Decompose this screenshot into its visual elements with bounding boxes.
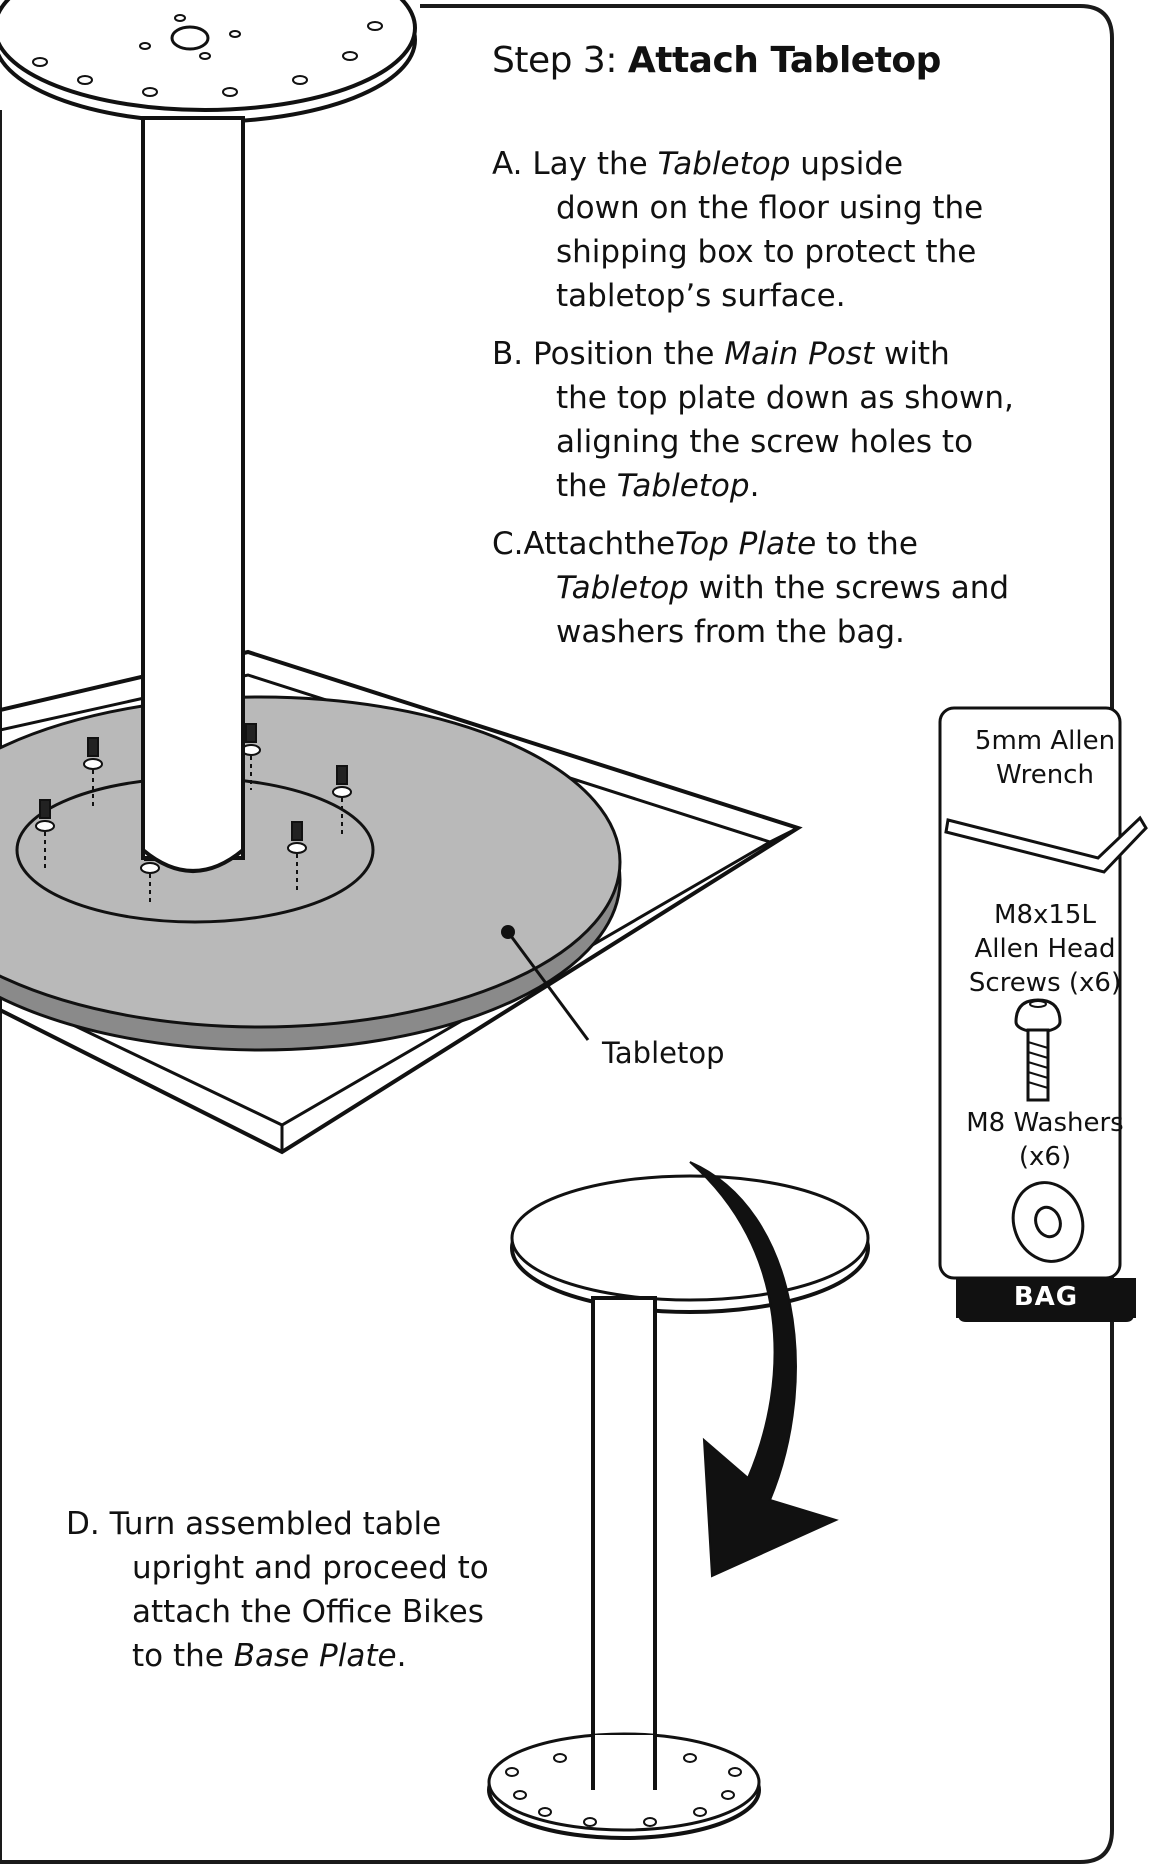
step-a-line4: tabletop’s surface. (556, 278, 846, 314)
step-d-line3: attach the Office Bikes (132, 1594, 484, 1630)
step-a-line2: down on the floor using the (556, 190, 984, 226)
step-instructions: A. Lay the Tabletop upside down on the f… (492, 142, 1052, 668)
step-d-line2: upright and proceed to (132, 1550, 489, 1586)
step-c-line2-em: Tabletop (556, 570, 689, 606)
step-d: D. Turn assembled table upright and proc… (66, 1502, 526, 1678)
step-b-line2: the top plate down as shown, (556, 380, 1014, 416)
step-b-em: Main Post (724, 336, 875, 372)
upright-table (487, 1174, 870, 1840)
step-d-pre: Turn assembled table (109, 1506, 442, 1542)
step-a-pre: Lay the (532, 146, 658, 182)
bag-wrench-line2: Wrench (996, 760, 1094, 790)
flip-arrow (689, 1161, 839, 1578)
bag-washers-line2: (x6) (1018, 1142, 1072, 1172)
step-title: Step 3: Attach Tabletop (492, 40, 941, 81)
step-d-marker: D. (66, 1506, 100, 1542)
step-a: A. Lay the Tabletop upside down on the f… (492, 142, 1052, 318)
bag-washers-line1: M8 Washers (966, 1108, 1124, 1138)
step-b-line3: aligning the screw holes to (556, 424, 974, 460)
step-b-line4-pre: the (556, 468, 617, 504)
bag-label: BAG (1013, 1282, 1079, 1312)
step-c-em: Top Plate (675, 526, 817, 562)
step-b-line4-post: . (749, 468, 760, 504)
step-b: B. Position the Main Post with the top p… (492, 332, 1052, 508)
step-c: C.AttachtheTop Plate to the Tabletop wit… (492, 522, 1052, 654)
step-c-marker: C. (492, 526, 524, 562)
step-c-post: to the (816, 526, 918, 562)
bag-panel (938, 706, 1148, 1322)
step-b-line4-em: Tabletop (616, 468, 750, 504)
step-a-post: upside (790, 146, 904, 182)
bag-wrench-label: 5mm Allen Wrench (950, 724, 1140, 792)
step-d-line4-pre: to the (132, 1638, 234, 1674)
step-a-em: Tabletop (657, 146, 791, 182)
bag-screws-line3: Screws (x6) (968, 968, 1122, 998)
step-d-line4-em: Base Plate (233, 1638, 397, 1674)
bag-screws-line2: Allen Head (974, 934, 1116, 964)
step-title-text: Attach Tabletop (627, 40, 942, 81)
step-a-marker: A. (492, 146, 523, 182)
step-c-line3: washers from the bag. (556, 614, 905, 650)
bag-washers-label: M8 Washers (x6) (950, 1106, 1140, 1174)
step-a-line3: shipping box to protect the (556, 234, 977, 270)
step-c-line2-post: with the screws and (688, 570, 1010, 606)
bag-screws-label: M8x15L Allen Head Screws (x6) (950, 898, 1140, 1000)
top-base-plate (0, 0, 417, 124)
tabletop-callout-label: Tabletop (602, 1036, 725, 1070)
bag-wrench-line1: 5mm Allen (974, 726, 1116, 756)
step-d-line4-post: . (396, 1638, 407, 1674)
step-b-marker: B. (492, 336, 524, 372)
step-b-pre: Position the (532, 336, 725, 372)
main-post (141, 116, 245, 873)
step-b-post: with (874, 336, 950, 372)
bag-screws-line1: M8x15L (994, 900, 1096, 930)
step-c-pre: Attachthe (523, 526, 676, 562)
step-title-lead: Step 3: (492, 40, 628, 81)
